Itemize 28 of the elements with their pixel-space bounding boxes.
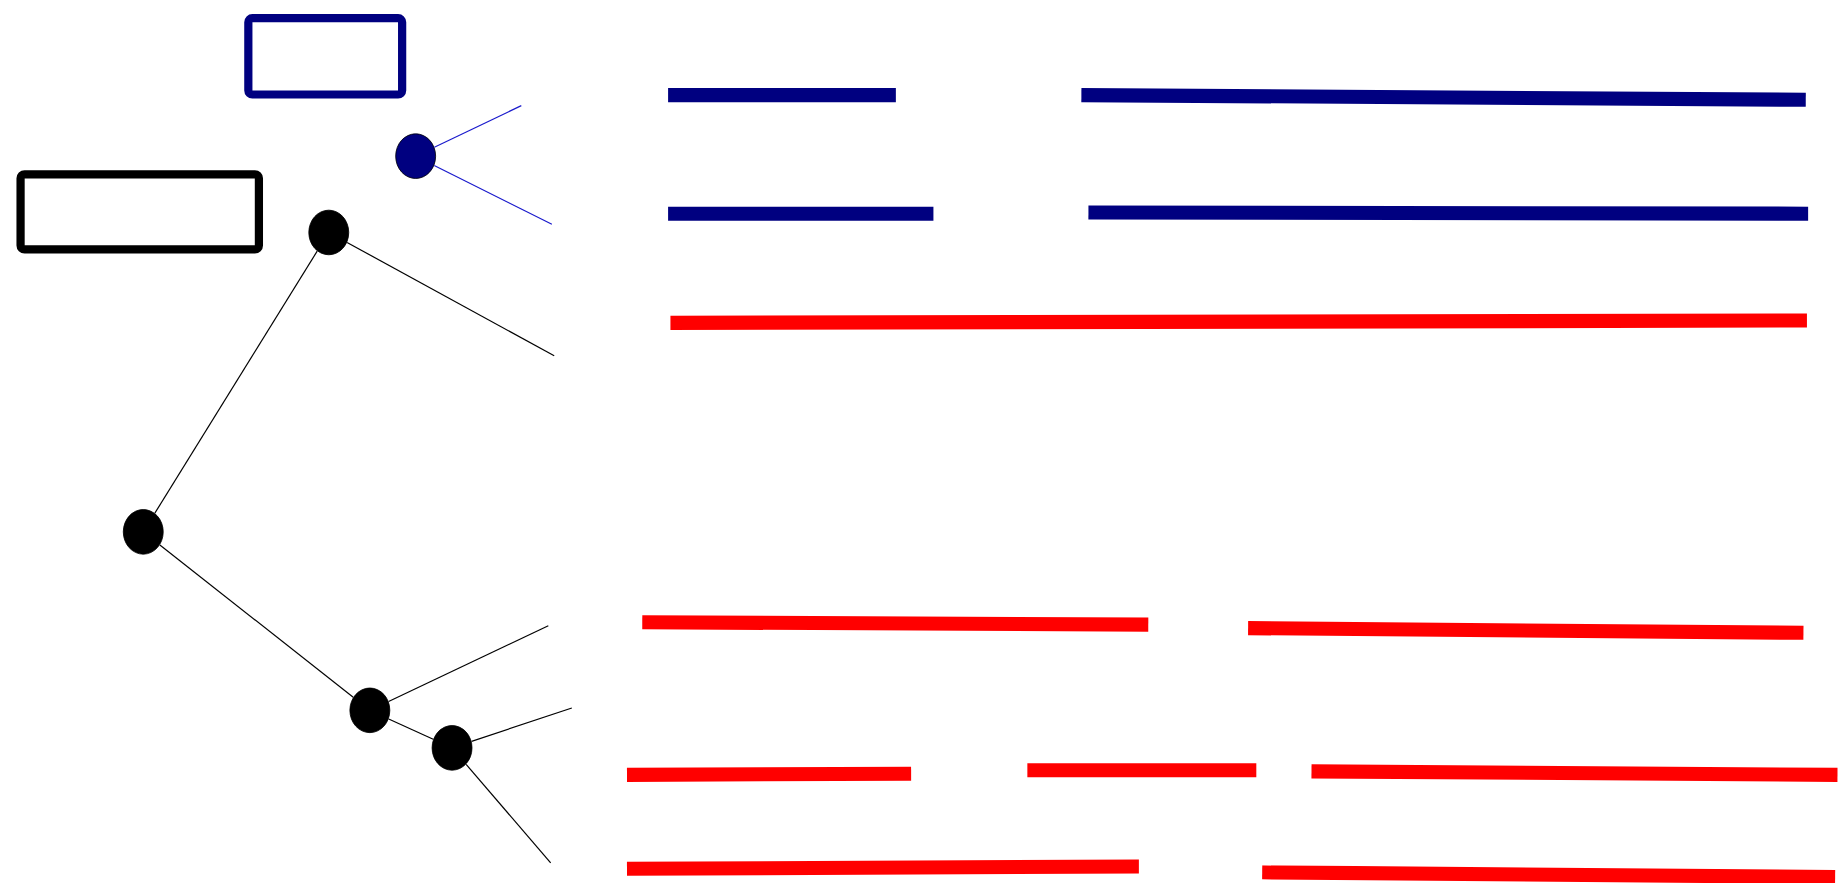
bar [670, 313, 1807, 330]
box [244, 14, 407, 99]
bar [668, 88, 896, 103]
bar [1081, 88, 1806, 107]
bar [1088, 205, 1809, 221]
line [465, 763, 552, 864]
line [388, 625, 549, 703]
circle [395, 133, 436, 179]
line [470, 707, 573, 742]
line [346, 241, 555, 357]
line [154, 250, 318, 514]
line [433, 164, 553, 225]
bar [1027, 763, 1257, 778]
bar [1311, 764, 1838, 782]
box [16, 170, 264, 254]
circle [122, 509, 164, 555]
bar [626, 859, 1139, 876]
line [159, 544, 354, 698]
bar [1248, 621, 1804, 640]
circle [308, 209, 350, 256]
bar [668, 206, 934, 221]
line [433, 105, 522, 148]
circle [431, 725, 473, 771]
bar [642, 615, 1149, 632]
circle [349, 687, 391, 734]
line [388, 718, 434, 740]
bar [626, 766, 912, 782]
bar [1262, 865, 1836, 883]
